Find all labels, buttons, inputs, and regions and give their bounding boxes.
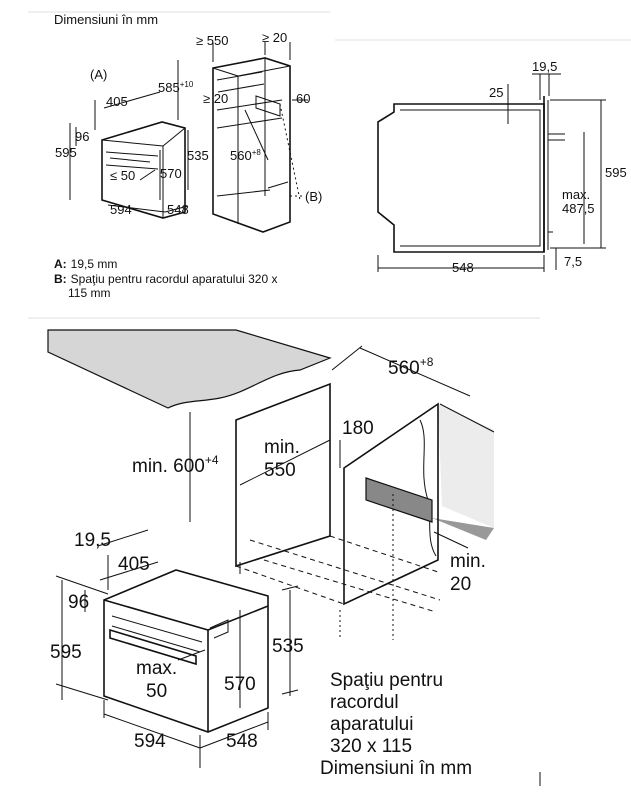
dim-le50: ≤ 50 (110, 168, 135, 183)
dim-max-label: max. (136, 658, 177, 679)
dim-96: 96 (68, 592, 89, 613)
legend-a: A:19,5 mm (54, 257, 117, 271)
dim-595: 595 (55, 145, 77, 160)
dim-96: 96 (75, 129, 89, 144)
oven-drawing (103, 569, 269, 733)
dim-405: 405 (106, 94, 128, 109)
dim-min20-label: min. (450, 551, 486, 572)
perspective-panel: min. 600+4 min. 550 180 560+8 min. 20 19… (47, 329, 541, 786)
dim-ge550: ≥ 550 (196, 33, 228, 48)
small-oven-drawing (101, 121, 186, 219)
dim-60: 60 (296, 91, 310, 106)
tall-cabinet-drawing (212, 57, 302, 233)
dim-180: 180 (342, 418, 374, 439)
caption-line3: aparatului (330, 714, 413, 735)
dim-ge20-mid: ≥ 20 (203, 91, 228, 106)
dim-548: 548 (226, 731, 258, 752)
legend-b: B:Spaţiu pentru racordul aparatului 320 … (54, 272, 277, 286)
dim-595: 595 (50, 642, 82, 663)
max-label: max. (562, 187, 590, 202)
dim-25: 25 (489, 85, 503, 100)
callout-b: (B) (305, 189, 322, 204)
dim-min-label: min. (264, 437, 300, 458)
dim-19-5: 19,5 (74, 530, 111, 551)
dim-585: 585+10 (158, 80, 194, 95)
connection-box (365, 477, 433, 523)
dim-405: 405 (118, 554, 150, 575)
dim-560: 560+8 (230, 148, 261, 163)
dim-560: 560+8 (388, 355, 434, 379)
side-view-panel: 19,5 25 595 max. 487,5 548 7,5 (377, 59, 627, 275)
caption-line2: racordul (330, 692, 399, 713)
dim-548: 548 (452, 260, 474, 275)
dim-7-5: 7,5 (564, 254, 582, 269)
dim-594: 594 (134, 731, 166, 752)
countertop (47, 329, 332, 409)
caption-line5: Dimensiuni în mm (320, 758, 472, 779)
caption-line4: 320 x 115 (330, 736, 412, 757)
legend-b-line2: 115 mm (68, 286, 110, 300)
dim-535: 535 (187, 148, 209, 163)
dim-ge20-top: ≥ 20 (262, 30, 287, 45)
dim-min550: 550 (264, 460, 296, 481)
dim-548: 548 (167, 202, 189, 217)
dim-570: 570 (224, 674, 256, 695)
dim-max50: 50 (146, 681, 167, 702)
dim-595: 595 (605, 165, 627, 180)
callout-a: (A) (90, 67, 107, 82)
dim-19-5: 19,5 (532, 59, 557, 74)
dim-594: 594 (110, 202, 132, 217)
dim-min600: min. 600+4 (132, 453, 219, 477)
heading: Dimensiuni în mm (54, 12, 158, 27)
dim-535: 535 (272, 636, 304, 657)
top-left-panel: Dimensiuni în mm (A) 405 96 595 ≤ 50 570… (54, 12, 322, 300)
dim-570: 570 (160, 166, 182, 181)
max-value: 487,5 (562, 201, 595, 216)
dim-min20-value: 20 (450, 574, 471, 595)
caption-line1: Spaţiu pentru (330, 670, 443, 691)
